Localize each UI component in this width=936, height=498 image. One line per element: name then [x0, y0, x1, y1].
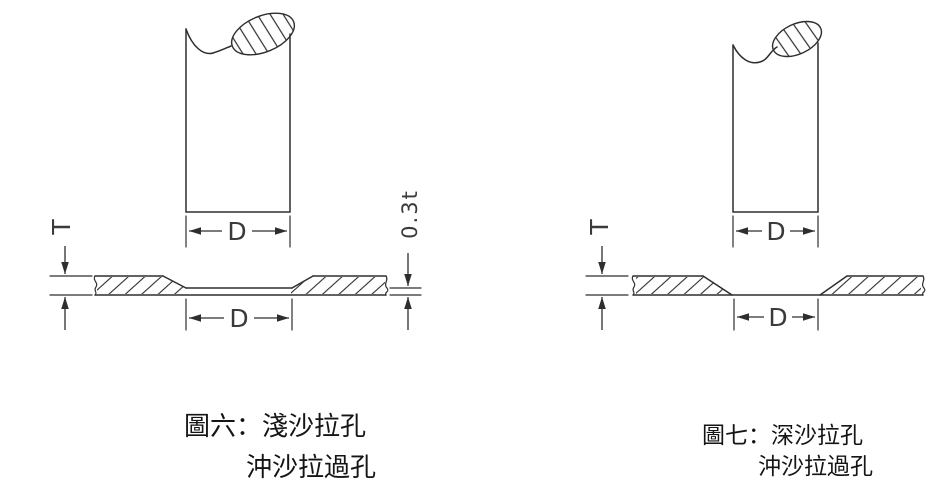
punch-diameter-dim-left: D	[185, 215, 291, 248]
section-hatch-left	[97, 277, 187, 294]
break-edge-right	[921, 275, 926, 296]
punch-right	[732, 20, 823, 213]
caption-left-line2: 沖沙拉過孔	[246, 452, 377, 482]
caption-right-line1: 圖七：深沙拉孔	[702, 422, 863, 448]
hole-diameter-dim-right: D	[733, 298, 819, 332]
thickness-label-left: T	[47, 219, 76, 236]
punch-left-break-lens	[230, 12, 296, 56]
break-edge-left	[93, 275, 98, 296]
countersink-taper-left	[162, 275, 187, 289]
thickness-dim-left: T	[47, 219, 93, 330]
break-edge-right	[384, 275, 389, 296]
figure-right: D D	[585, 20, 926, 332]
section-hatch-left	[636, 277, 731, 294]
caption-left-line1: 圖六：淺沙拉孔	[184, 411, 367, 441]
thickness-label-right: T	[585, 219, 614, 236]
sheet-right	[631, 275, 926, 296]
hole-diameter-label-right: D	[768, 303, 787, 332]
hole-diameter-dim-left: D	[185, 298, 293, 333]
break-edge-left	[631, 275, 636, 296]
land-label-left: 0.3t	[398, 189, 422, 239]
caption-left: 圖六：淺沙拉孔 沖沙拉過孔	[184, 406, 376, 488]
sheet-left	[93, 275, 389, 296]
punch-left-body	[185, 28, 291, 213]
figure-left: D D	[47, 12, 422, 333]
countersink-taper-left	[702, 275, 733, 296]
punch-left-break-curve	[185, 28, 232, 55]
caption-right: 圖七：深沙拉孔 沖沙拉過孔	[702, 420, 873, 482]
punch-left	[185, 12, 296, 213]
land-dim-left: 0.3t	[389, 189, 422, 330]
punch-diameter-dim-right: D	[732, 215, 819, 248]
punch-right-body	[732, 42, 819, 213]
punch-diameter-label-right: D	[766, 217, 785, 246]
caption-right-line2: 沖沙拉過孔	[758, 453, 873, 479]
section-hatch-right	[291, 277, 385, 294]
countersink-taper-right	[819, 275, 848, 296]
punch-right-break-lens	[771, 20, 823, 58]
hole-diameter-label-left: D	[229, 304, 248, 333]
punch-right-break-curve	[732, 44, 778, 64]
punch-diameter-label-left: D	[227, 217, 246, 246]
countersink-taper-right	[291, 275, 314, 289]
section-hatch-right	[822, 277, 921, 294]
thickness-dim-right: T	[585, 219, 629, 330]
